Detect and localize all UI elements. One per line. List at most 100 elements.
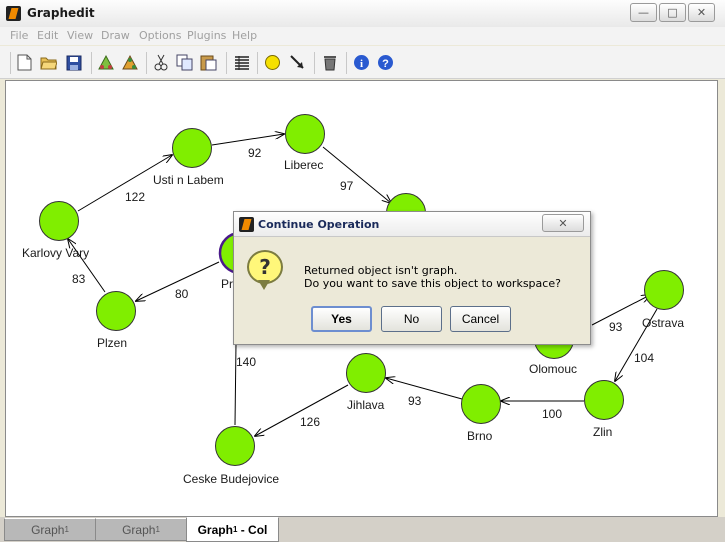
node-label: Ceske Budejovice xyxy=(183,472,279,486)
close-button[interactable]: ✕ xyxy=(688,3,715,22)
svg-text:i: i xyxy=(360,58,363,70)
copy-icon[interactable] xyxy=(176,54,193,71)
menu-bar: File Edit View Draw Options Plugins Help xyxy=(0,27,725,45)
dialog-message-line1: Returned object isn't graph. xyxy=(304,264,458,277)
paste-icon[interactable] xyxy=(200,54,217,71)
graph-node-ceske-budejovice[interactable] xyxy=(215,426,255,466)
menu-view[interactable]: View xyxy=(67,29,94,42)
graph-edge xyxy=(255,384,349,436)
graph-export-icon[interactable] xyxy=(121,54,138,71)
dialog-message-line2: Do you want to save this object to works… xyxy=(304,277,561,290)
node-label: Ostrava xyxy=(642,316,684,330)
matlab-logo-icon xyxy=(6,6,21,21)
graph-edge xyxy=(386,378,463,400)
graph-nodes[interactable] xyxy=(39,114,684,466)
graph-svg[interactable]: 122 92 97 83 80 140 126 93 100 104 93 xyxy=(6,81,717,516)
tab-label: Graph xyxy=(197,522,233,537)
graph-import-icon[interactable] xyxy=(97,54,114,71)
continue-operation-dialog: Continue Operation ✕ ? Returned object i… xyxy=(233,211,591,345)
graph-edge xyxy=(591,295,650,326)
graph-edge xyxy=(68,239,106,293)
minimize-button[interactable]: — xyxy=(630,3,657,22)
yes-button[interactable]: Yes xyxy=(311,306,372,332)
node-label: Karlovy Vary xyxy=(22,246,89,260)
trash-icon[interactable] xyxy=(321,54,338,71)
graph-node-zlin[interactable] xyxy=(584,380,624,420)
add-node-icon[interactable] xyxy=(264,54,281,71)
maximize-button[interactable]: □ xyxy=(659,3,686,22)
toolbar-separator xyxy=(10,52,11,74)
tab-label: Graph xyxy=(31,522,65,537)
menu-draw[interactable]: Draw xyxy=(101,29,130,42)
toolbar: i ? xyxy=(0,46,725,79)
save-icon[interactable] xyxy=(65,54,82,71)
help-icon[interactable]: ? xyxy=(377,54,394,71)
edge-weight-label: 100 xyxy=(542,407,562,421)
matlab-logo-icon xyxy=(239,217,254,232)
toolbar-separator xyxy=(257,52,258,74)
info-icon[interactable]: i xyxy=(353,54,370,71)
graph-edge xyxy=(234,342,237,426)
graph-node-brno[interactable] xyxy=(461,384,501,424)
cancel-button[interactable]: Cancel xyxy=(450,306,511,332)
graph-edge xyxy=(211,134,284,146)
graph-node-usti-n-labem[interactable] xyxy=(172,128,212,168)
dialog-close-button[interactable]: ✕ xyxy=(542,214,584,232)
node-label: Jihlava xyxy=(347,398,385,412)
edge-weight-label: 93 xyxy=(408,394,422,408)
pointer-arrow-icon[interactable] xyxy=(289,54,306,71)
tab-suffix: - Col xyxy=(237,522,268,537)
node-labels: Karlovy Vary Usti n Labem Liberec Pr Plz… xyxy=(22,158,684,486)
node-label: Pr xyxy=(221,277,233,291)
toolbar-separator xyxy=(226,52,227,74)
edge-weight-label: 92 xyxy=(248,146,262,160)
window-title: Graphedit xyxy=(27,6,95,20)
tab-subscript: 1 xyxy=(64,525,69,534)
edge-weight-label: 83 xyxy=(72,272,86,286)
edge-weight-label: 122 xyxy=(125,190,145,204)
tab-label: Graph xyxy=(122,522,156,537)
node-label: Brno xyxy=(467,429,493,443)
edge-weight-label: 80 xyxy=(175,287,189,301)
graph-edge xyxy=(615,308,658,381)
graph-node-liberec[interactable] xyxy=(285,114,325,154)
edge-weight-label: 126 xyxy=(300,415,320,429)
tab-subscript: 1 xyxy=(155,525,160,534)
graph-node-ostrava[interactable] xyxy=(644,270,684,310)
node-label: Zlin xyxy=(593,425,612,439)
edge-weight-label: 97 xyxy=(340,179,354,193)
toolbar-separator xyxy=(146,52,147,74)
open-folder-icon[interactable] xyxy=(40,54,57,71)
svg-text:?: ? xyxy=(382,58,389,70)
no-button[interactable]: No xyxy=(381,306,442,332)
graph-node-karlovy-vary[interactable] xyxy=(39,201,79,241)
toolbar-separator xyxy=(346,52,347,74)
tab-subscript: 1 xyxy=(232,525,238,534)
new-file-icon[interactable] xyxy=(16,54,33,71)
graph-node-jihlava[interactable] xyxy=(346,353,386,393)
cut-icon[interactable] xyxy=(152,54,169,71)
menu-edit[interactable]: Edit xyxy=(37,29,59,42)
node-label: Plzen xyxy=(97,336,127,350)
edge-weight-label: 104 xyxy=(634,351,654,365)
toolbar-separator xyxy=(91,52,92,74)
node-label: Olomouc xyxy=(529,362,577,376)
graph-node-plzen[interactable] xyxy=(96,291,136,331)
menu-help[interactable]: Help xyxy=(232,29,258,42)
edge-weight-labels: 122 92 97 83 80 140 126 93 100 104 93 xyxy=(72,146,654,429)
menu-file[interactable]: File xyxy=(10,29,29,42)
menu-plugins[interactable]: Plugins xyxy=(187,29,227,42)
edge-weight-label: 93 xyxy=(609,320,623,334)
graph-edge xyxy=(322,146,391,203)
node-label: Usti n Labem xyxy=(153,173,224,187)
properties-list-icon[interactable] xyxy=(233,54,250,71)
dialog-title-bar: Continue Operation ✕ xyxy=(234,212,590,237)
menu-options[interactable]: Options xyxy=(139,29,182,42)
window-controls: — □ ✕ xyxy=(630,3,715,22)
title-bar: Graphedit — □ ✕ xyxy=(0,0,725,28)
